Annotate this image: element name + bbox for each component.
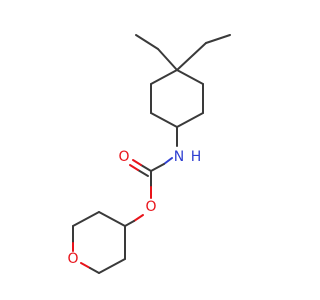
- cyclohexane-bond-1: [150, 69, 178, 85]
- thp-bond-5: [98, 258, 126, 274]
- ester-oxygen-to-ring-bond-2: [124, 220, 135, 227]
- nitrogen-to-carbonyl-bond: [150, 163, 165, 172]
- cyclohexane-bond-4: [176, 112, 204, 128]
- cyclohexane-bond-3: [150, 112, 178, 128]
- nitrogen-hydrogen-label: H: [191, 149, 202, 165]
- molecule-canvas: N H O O O: [67, 34, 231, 274]
- nitrogen-bond-colored: [163, 157, 173, 165]
- ester-oxygen-label: O: [145, 199, 156, 215]
- ester-oxygen-to-ring-bond-1: [133, 214, 144, 222]
- nitrogen-label: N: [174, 149, 184, 165]
- ethyl-right-bond-1: [205, 34, 231, 44]
- thp-bond-4a: [80, 262, 91, 269]
- thp-bond-2: [72, 211, 100, 227]
- ethyl-right-bond-2: [176, 42, 207, 71]
- thp-bond-1: [98, 211, 126, 227]
- ring-oxygen-label: O: [67, 251, 78, 267]
- carbonyl-double-bond-b1: [137, 169, 149, 177]
- carbonyl-double-bond-b2: [129, 164, 139, 171]
- carbonyl-oxygen-label: O: [118, 149, 129, 165]
- carbonyl-double-bond-a1: [140, 164, 152, 172]
- cyclohexane-bond-6: [176, 69, 204, 85]
- carbonyl-double-bond-a2: [132, 159, 142, 166]
- molecule-structure: N H O O O: [67, 34, 231, 274]
- ethyl-left-bond-2: [157, 48, 178, 71]
- ethyl-left-bond-1: [135, 34, 159, 50]
- thp-bond-4b: [89, 267, 100, 274]
